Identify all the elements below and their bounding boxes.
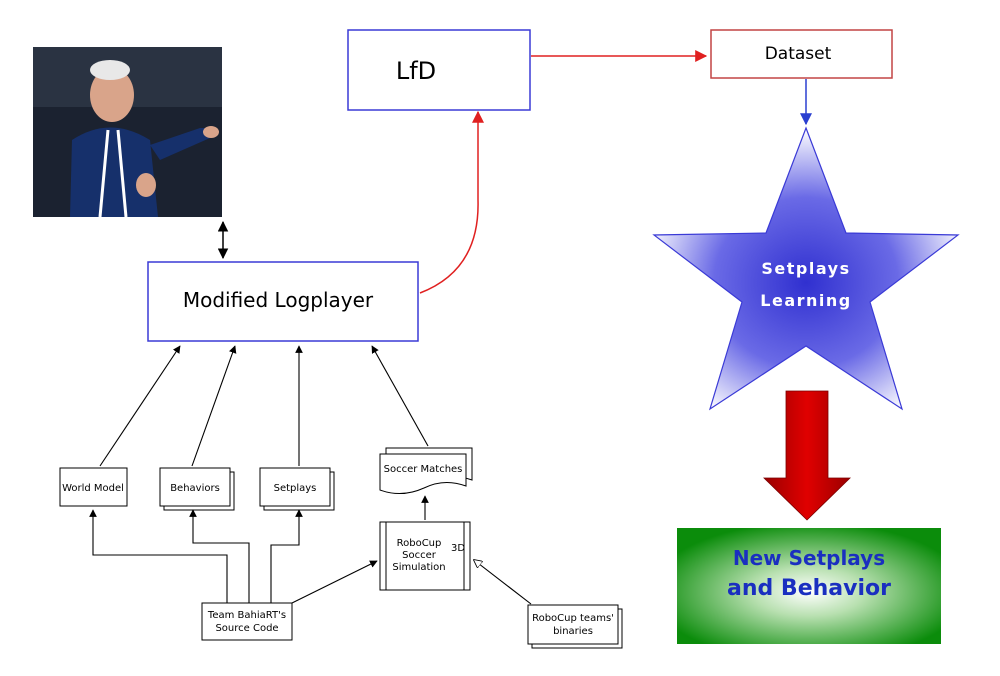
logplayer-lfd-arrow [419,110,484,294]
robocup-sim-box [379,521,471,591]
soccer-matches-to-logplayer [371,345,429,447]
coach-photo [33,47,222,218]
world-model-to-logplayer [99,345,181,467]
lfd-box [347,29,531,111]
dataset-label: Dataset [765,44,832,64]
setplays-learning-star [652,126,960,411]
soccer-matches-label: Soccer Matches [384,464,463,475]
team-binaries-label-2: binaries [553,626,593,637]
behaviors-label: Behaviors [170,483,220,494]
setplays-label: Setplays [274,483,317,494]
source-to-simulation [291,560,378,604]
soccer-matches-doc [379,453,467,494]
source-to-behaviors [189,509,250,603]
world-model-label: World Model [62,483,124,494]
robocup-sim-label-3: Simulation [392,562,445,573]
source-code-label-2: Source Code [215,623,278,634]
setplays-box [259,467,331,507]
behaviors-to-logplayer [191,345,237,467]
world-model-box [59,467,128,507]
big-down-arrow [763,390,851,521]
robocup-sim-label-1: RoboCup [397,538,442,549]
logplayer-label: Modified Logplayer [183,288,374,312]
logplayer-box [147,261,419,342]
source-to-setplays [270,509,303,603]
result-label-line1: New Setplays [733,546,885,570]
lfd-label: LfD [396,57,436,85]
result-label-line2: and Behavior [727,576,891,601]
team-binaries-label-1: RoboCup teams' [532,613,614,624]
binaries-to-simulation [474,560,532,605]
source-to-world-model [89,509,228,603]
behaviors-box [159,467,231,507]
source-code-box [201,602,293,641]
source-code-label-1: Team BahiaRT's [207,610,286,621]
star-label-line2: Learning [760,291,851,310]
dataset-box [710,29,893,79]
robocup-sim-label-2: Soccer [402,550,437,561]
star-label-line1: Setplays [761,259,850,278]
team-binaries-box [527,604,619,645]
result-box [677,528,941,644]
robocup-3d-label: 3D [451,543,465,554]
